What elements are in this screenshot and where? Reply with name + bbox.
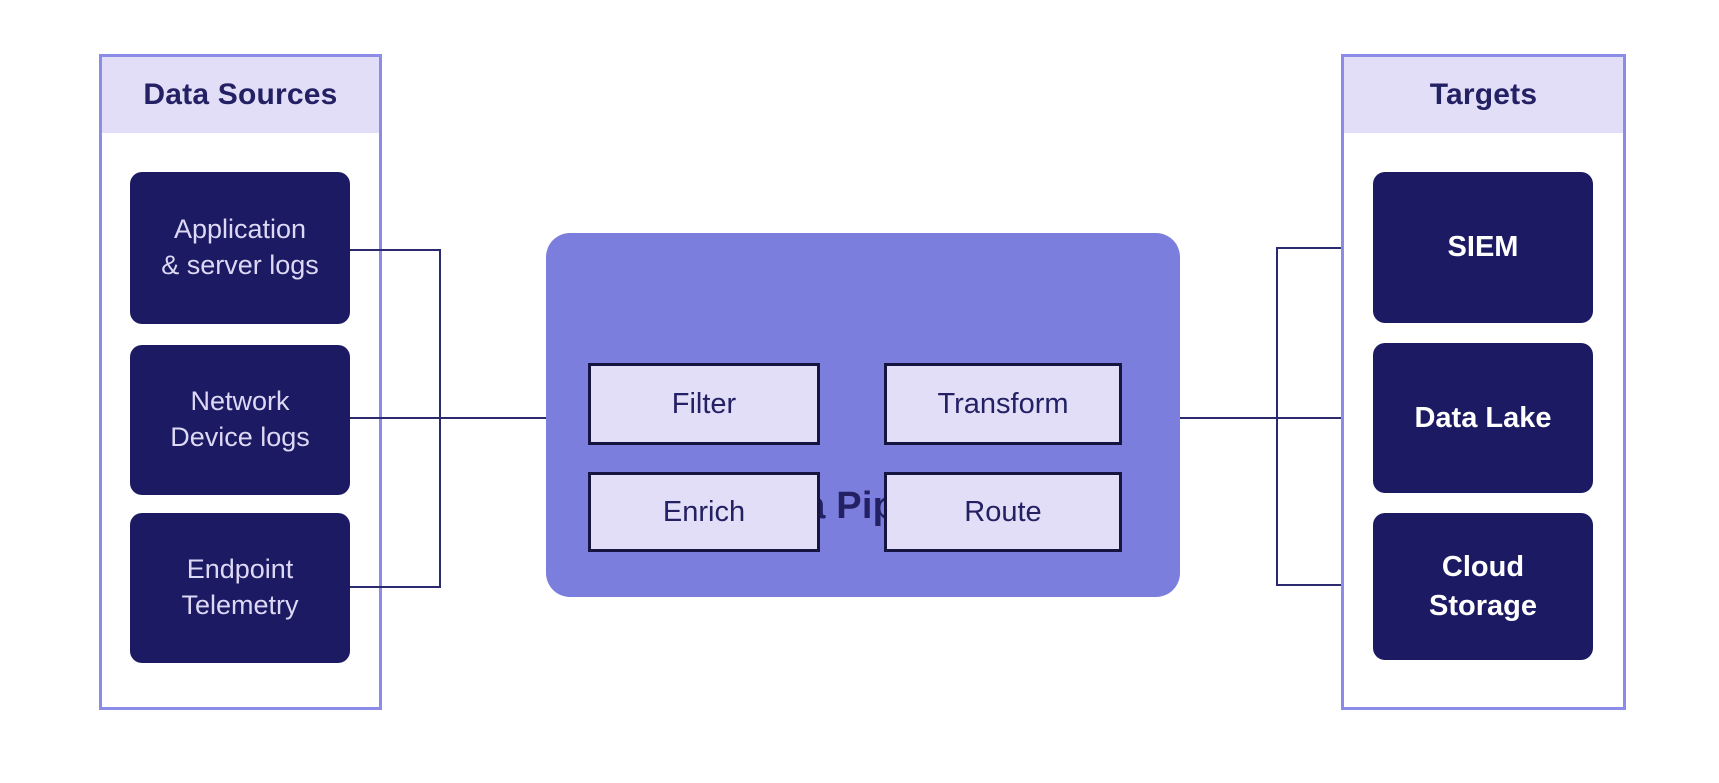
connector-app-logs-branch-line <box>350 249 441 251</box>
stage-label: Enrich <box>662 495 746 528</box>
pipeline-stage-filter: Filter <box>588 363 820 445</box>
source-node-endpoint-telemetry: Endpoint Telemetry <box>130 513 350 663</box>
targets-title: Targets <box>1429 78 1538 111</box>
connector-endpoint-branch-line <box>350 586 441 588</box>
target-node-label: Data Lake <box>1414 401 1552 434</box>
data-sources-header: Data Sources <box>102 57 379 133</box>
connector-cloud-storage-branch-line <box>1276 584 1373 586</box>
target-node-data-lake: Data Lake <box>1373 343 1593 493</box>
connector-sources-to-pipeline-line <box>350 417 546 419</box>
target-node-cloud-storage: Cloud Storage <box>1373 513 1593 660</box>
source-node-label: Network Device logs <box>170 386 310 452</box>
source-node-label: Endpoint Telemetry <box>181 554 299 620</box>
pipeline-stage-enrich: Enrich <box>588 472 820 552</box>
connector-targets-vertical-line <box>1276 247 1278 586</box>
source-node-label: Application & server logs <box>161 214 319 280</box>
stage-label: Filter <box>671 387 737 420</box>
pipeline-stage-transform: Transform <box>884 363 1122 445</box>
targets-header: Targets <box>1344 57 1623 133</box>
stage-label: Route <box>964 495 1042 528</box>
connector-siem-branch-line <box>1276 247 1373 249</box>
connector-sources-vertical-line <box>439 249 441 588</box>
stage-label: Transform <box>937 387 1069 420</box>
source-node-network-device-logs: Network Device logs <box>130 345 350 495</box>
pipeline-stage-route: Route <box>884 472 1122 552</box>
source-node-application-server-logs: Application & server logs <box>130 172 350 324</box>
data-sources-title: Data Sources <box>143 78 338 111</box>
target-node-siem: SIEM <box>1373 172 1593 323</box>
target-node-label: SIEM <box>1447 231 1519 264</box>
target-node-label: Cloud Storage <box>1429 551 1537 622</box>
